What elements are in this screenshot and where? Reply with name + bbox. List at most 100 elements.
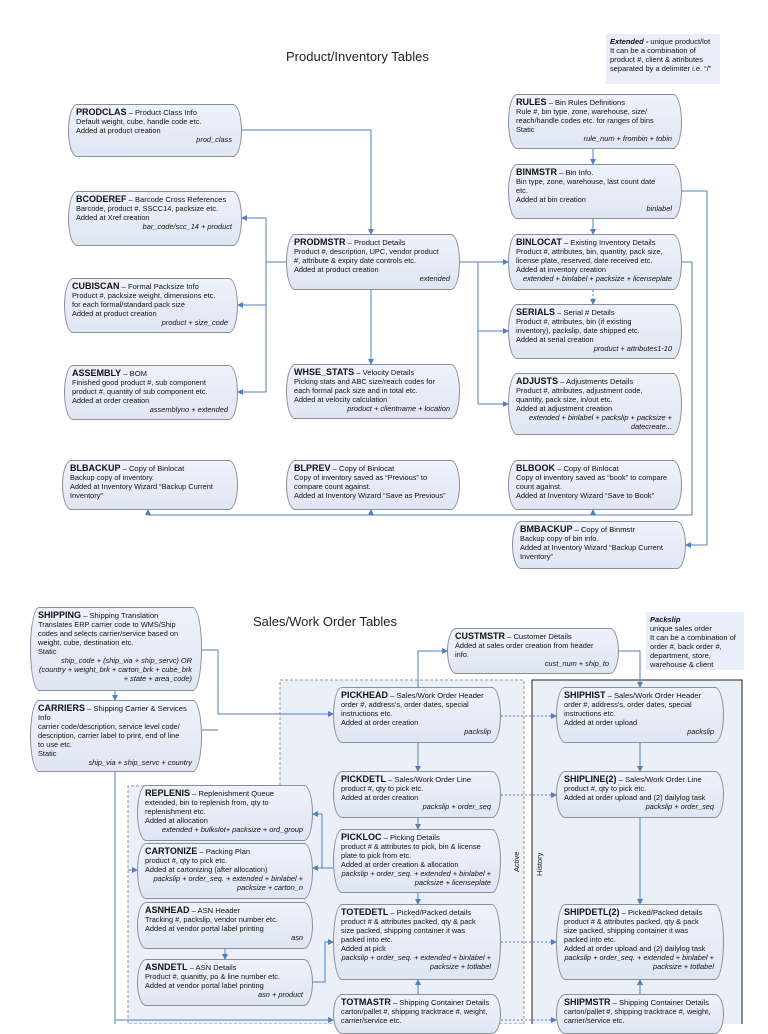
table-header: SHIPDETL(2) – Picked/Packed details [564, 907, 703, 918]
table-name: BLPREV [294, 463, 331, 473]
table-desc-line: product #, qty to pick etc. [145, 856, 228, 865]
table-desc-line: product # & attributes packed, qty & pac… [564, 917, 699, 926]
table-title: Serial # Details [563, 308, 615, 317]
table-key: binlabel [646, 204, 672, 213]
table-name: BLBACKUP [70, 463, 121, 473]
table-key: extended + bulkslot+ packsize + ord_grou… [161, 825, 303, 834]
table-desc-line: Static [516, 125, 535, 134]
table-header: BLPREV – Copy of Binlocat [294, 463, 395, 474]
table-title: Velocity Details [362, 368, 415, 377]
table-key: rule_num + frombin + tobin [583, 134, 672, 143]
table-key: packslip + order_seq [422, 802, 491, 811]
table-key: extended + binlabel + packsize + license… [523, 274, 672, 283]
table-header: TOTEDETL – Picked/Packed details [341, 907, 472, 918]
table-key: packslip [687, 727, 714, 736]
table-desc-line: instructions etc. [341, 709, 393, 718]
table-name: REPLENIS [145, 788, 191, 798]
table-desc-line: Static [38, 647, 57, 656]
table-desc-line: Added at Inventory Wizard “Backup Curren… [70, 482, 213, 491]
table-desc-line: Added at order upload [564, 718, 638, 727]
table-desc-line: license plate, reserved, date received e… [516, 256, 653, 265]
table-desc-line: product #, quantity of sub component etc… [72, 387, 208, 396]
table-name: PRODMSTR [294, 237, 346, 247]
table-name: PRODCLAS [76, 107, 127, 117]
connector-binmstr-bmbackup [682, 190, 708, 548]
table-name: SERIALS [516, 307, 556, 317]
table-name: ASNHEAD [145, 905, 190, 915]
table-desc-line: product #, qty to pick etc. [564, 784, 647, 793]
note-line: It can be a combination of [650, 633, 736, 642]
table-name: BMBACKUP [520, 524, 573, 534]
table-header: PICKLOC – Picking Details [341, 832, 440, 843]
table-desc-line: info. [455, 650, 469, 659]
table-desc-line: replenishment etc. [145, 807, 206, 816]
active-label: Active [512, 851, 521, 872]
table-header: REPLENIS – Replenishment Queue [145, 788, 275, 799]
table-desc-line: Added at order creation [72, 396, 150, 405]
table-title: Copy of Binlocat [563, 464, 619, 473]
table-desc-line: Finished good product #, sub component [72, 378, 206, 387]
table-name: TOTEDETL [341, 907, 389, 917]
table-desc-line: Bin type, zone, warehouse, last count da… [516, 177, 656, 186]
table-title: Product Details [353, 238, 406, 247]
table-binmstr: BINMSTR – Bin Info.Bin type, zone, wareh… [508, 164, 682, 219]
table-header: ASNHEAD – ASN Header [145, 905, 241, 916]
table-desc-line: carton/pallet #, shipping tracktrace #, … [341, 1007, 488, 1016]
table-desc-line: plate to pick from etc. [341, 851, 412, 860]
table-name: ADJUSTS [516, 376, 559, 386]
table-name: SHIPHIST [564, 690, 606, 700]
table-title: Sales/Work Order Header [613, 691, 702, 700]
table-header: BLBOOK – Copy of Binlocat [516, 463, 619, 474]
note-line: department, store, [650, 651, 711, 660]
table-desc-line: Added at Inventory Wizard “Backup Curren… [520, 543, 663, 552]
table-key: extended [419, 274, 450, 283]
table-desc-line: Product #, attributes, bin, quantity, pa… [516, 247, 663, 256]
table-name: PICKDETL [341, 774, 386, 784]
table-title: Shipping Container Details [399, 998, 490, 1007]
table-header: TOTMASTR – Shipping Container Details [341, 997, 490, 1008]
connector-prodmstr-cubiscan [237, 262, 267, 308]
table-desc-line: count against. [516, 482, 563, 491]
table-header: WHSE_STATS – Velocity Details [294, 367, 415, 378]
connector-prodmstr-bcoderef [241, 215, 286, 263]
table-desc-line: Added at cartonizing (after allocation) [145, 865, 268, 874]
table-name: CUSTMSTR [455, 631, 505, 641]
table-header: PICKHEAD – Sales/Work Order Header [341, 690, 484, 701]
table-title: Copy of Binlocat [338, 464, 395, 473]
table-key: packslip + order_seq. + extended + binla… [341, 869, 491, 887]
table-key: packslip + order_seq [645, 802, 714, 811]
table-desc-line: Added at Xref creation [76, 213, 150, 222]
table-header: BMBACKUP – Copy of Binmstr [520, 524, 635, 535]
table-name: ASSEMBLY [72, 368, 122, 378]
table-key: packslip + order_seq. + extended + binla… [564, 953, 714, 971]
table-name: SHIPDETL(2) [564, 907, 620, 917]
table-desc-line: Added at Inventory Wizard “Save to Book” [516, 491, 655, 500]
table-desc-line: product #, qty to pick etc. [341, 784, 424, 793]
table-key: prod_class [196, 135, 232, 144]
table-desc-line: Added at vendor portal label printing [145, 924, 264, 933]
table-carriers: CARRIERS – Shipping Carrier & Services I… [30, 700, 202, 772]
table-desc-line: Added at product creation [294, 265, 379, 274]
table-desc-line: Product #, description, UPC, vendor prod… [294, 247, 439, 256]
table-desc-line: compare count against. [294, 482, 371, 491]
sales-section-title: Sales/Work Order Tables [253, 614, 398, 629]
table-desc-line: Backup copy of inventory. [70, 473, 155, 482]
table-key: product + clientname + location [347, 404, 450, 413]
table-header: CARRIERS – Shipping Carrier & Services I… [38, 703, 187, 723]
table-desc-line: Picking stats and ABC size/reach codes f… [294, 377, 435, 386]
table-desc-line: order #, address’s, order dates, special [341, 700, 469, 709]
table-desc-line: Added at bin creation [516, 195, 586, 204]
